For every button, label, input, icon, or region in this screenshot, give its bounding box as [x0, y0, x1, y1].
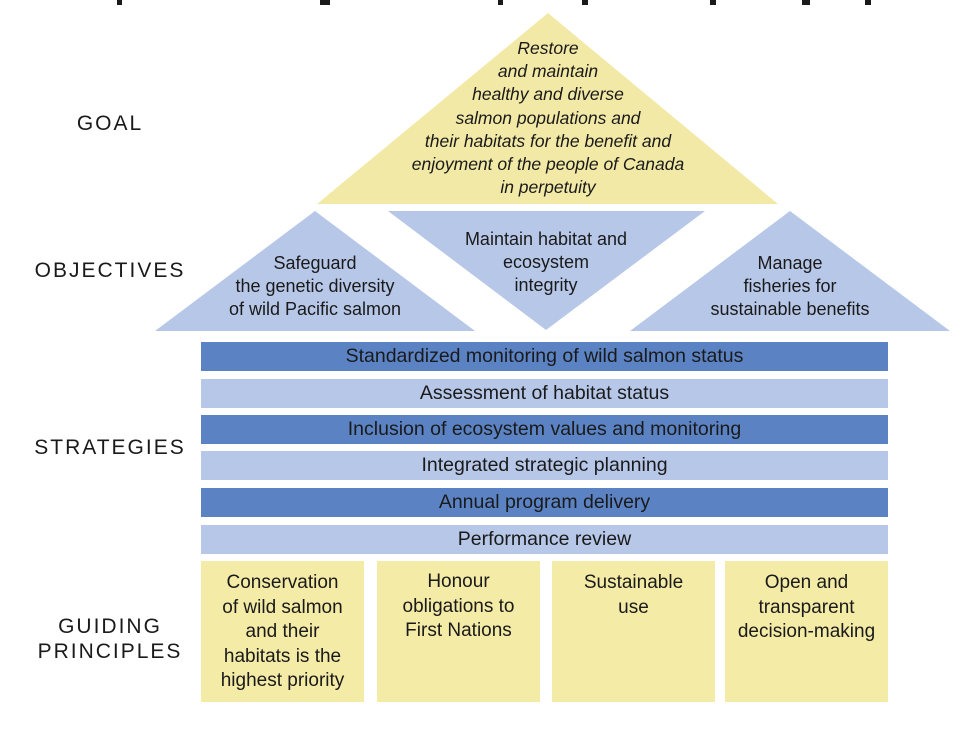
principle-line: transparent: [758, 596, 855, 618]
objective-triangle-left: [155, 211, 475, 331]
objective-text-right: Manage fisheries for sustainable benefit…: [670, 252, 910, 321]
principle-line: Sustainable: [583, 572, 684, 593]
principle-line: habitats is the: [223, 645, 342, 667]
row-label-goal: GOAL: [76, 112, 144, 135]
row-label-guiding-principles: GUIDING PRINCIPLES: [0, 614, 220, 664]
row-label-guiding: GUIDING: [58, 615, 162, 638]
strategy-bar-annual-delivery: Annual program delivery: [201, 488, 888, 517]
goal-line: healthy and diverse: [472, 84, 624, 105]
strategy-bar-performance-review: Performance review: [201, 525, 888, 554]
strategy-bar-standardized-monitoring: Standardized monitoring of wild salmon s…: [201, 342, 888, 371]
goal-line: enjoyment of the people of Canada: [411, 154, 685, 175]
strategy-bar-habitat-assessment: Assessment of habitat status: [201, 379, 888, 408]
row-label-objectives: OBJECTIVES: [34, 259, 186, 282]
principle-line: decision-making: [737, 621, 876, 642]
principle-pillar-transparency: Open and transparent decision-making: [725, 561, 888, 702]
goal-line: their habitats for the benefit and: [424, 130, 672, 151]
principle-line: use: [618, 596, 649, 618]
principle-line: obligations to: [402, 595, 515, 617]
row-label-principles: PRINCIPLES: [37, 640, 183, 663]
objective-text-middle: Maintain habitat and ecosystem integrity: [426, 228, 666, 297]
objective-line: integrity: [514, 275, 578, 295]
goal-triangle: [317, 13, 778, 204]
strategy-bar-ecosystem-values: Inclusion of ecosystem values and monito…: [201, 415, 888, 444]
objective-line: Maintain habitat and: [464, 229, 628, 249]
principle-line: highest priority: [220, 670, 345, 691]
objective-triangle-middle: [388, 211, 705, 330]
goal-line: salmon populations and: [455, 107, 641, 128]
objective-line: of wild Pacific salmon: [228, 299, 402, 319]
objective-line: Safeguard: [273, 253, 357, 273]
objective-line: Manage: [757, 253, 823, 273]
strategy-bar-strategic-planning: Integrated strategic planning: [201, 451, 888, 480]
cropped-heading-strip: [20, 0, 960, 10]
principle-line: of wild salmon: [222, 596, 343, 618]
goal-line: Restore: [517, 38, 579, 58]
principle-pillar-first-nations: Honour obligations to First Nations: [377, 561, 540, 702]
principle-line: Honour: [427, 571, 490, 592]
principle-pillar-conservation: Conservation of wild salmon and their ha…: [201, 561, 364, 702]
objective-line: ecosystem: [502, 252, 590, 272]
principle-line: and their: [245, 621, 320, 642]
goal-line: and maintain: [497, 61, 599, 82]
objective-line: the genetic diversity: [235, 276, 395, 296]
principle-line: First Nations: [405, 620, 512, 641]
row-label-strategies: STRATEGIES: [34, 436, 186, 459]
objective-line: sustainable benefits: [710, 299, 870, 319]
objective-triangle-right: [630, 211, 950, 331]
principle-line: Open and: [764, 572, 849, 593]
objective-text-left: Safeguard the genetic diversity of wild …: [195, 252, 435, 321]
principle-pillar-sustainable-use: Sustainable use: [552, 561, 715, 702]
goal-text: Restore and maintain healthy and diverse…: [330, 37, 766, 199]
principle-line: Conservation: [226, 572, 339, 593]
objective-line: fisheries for: [743, 276, 837, 296]
goal-line: in perpetuity: [500, 177, 596, 198]
